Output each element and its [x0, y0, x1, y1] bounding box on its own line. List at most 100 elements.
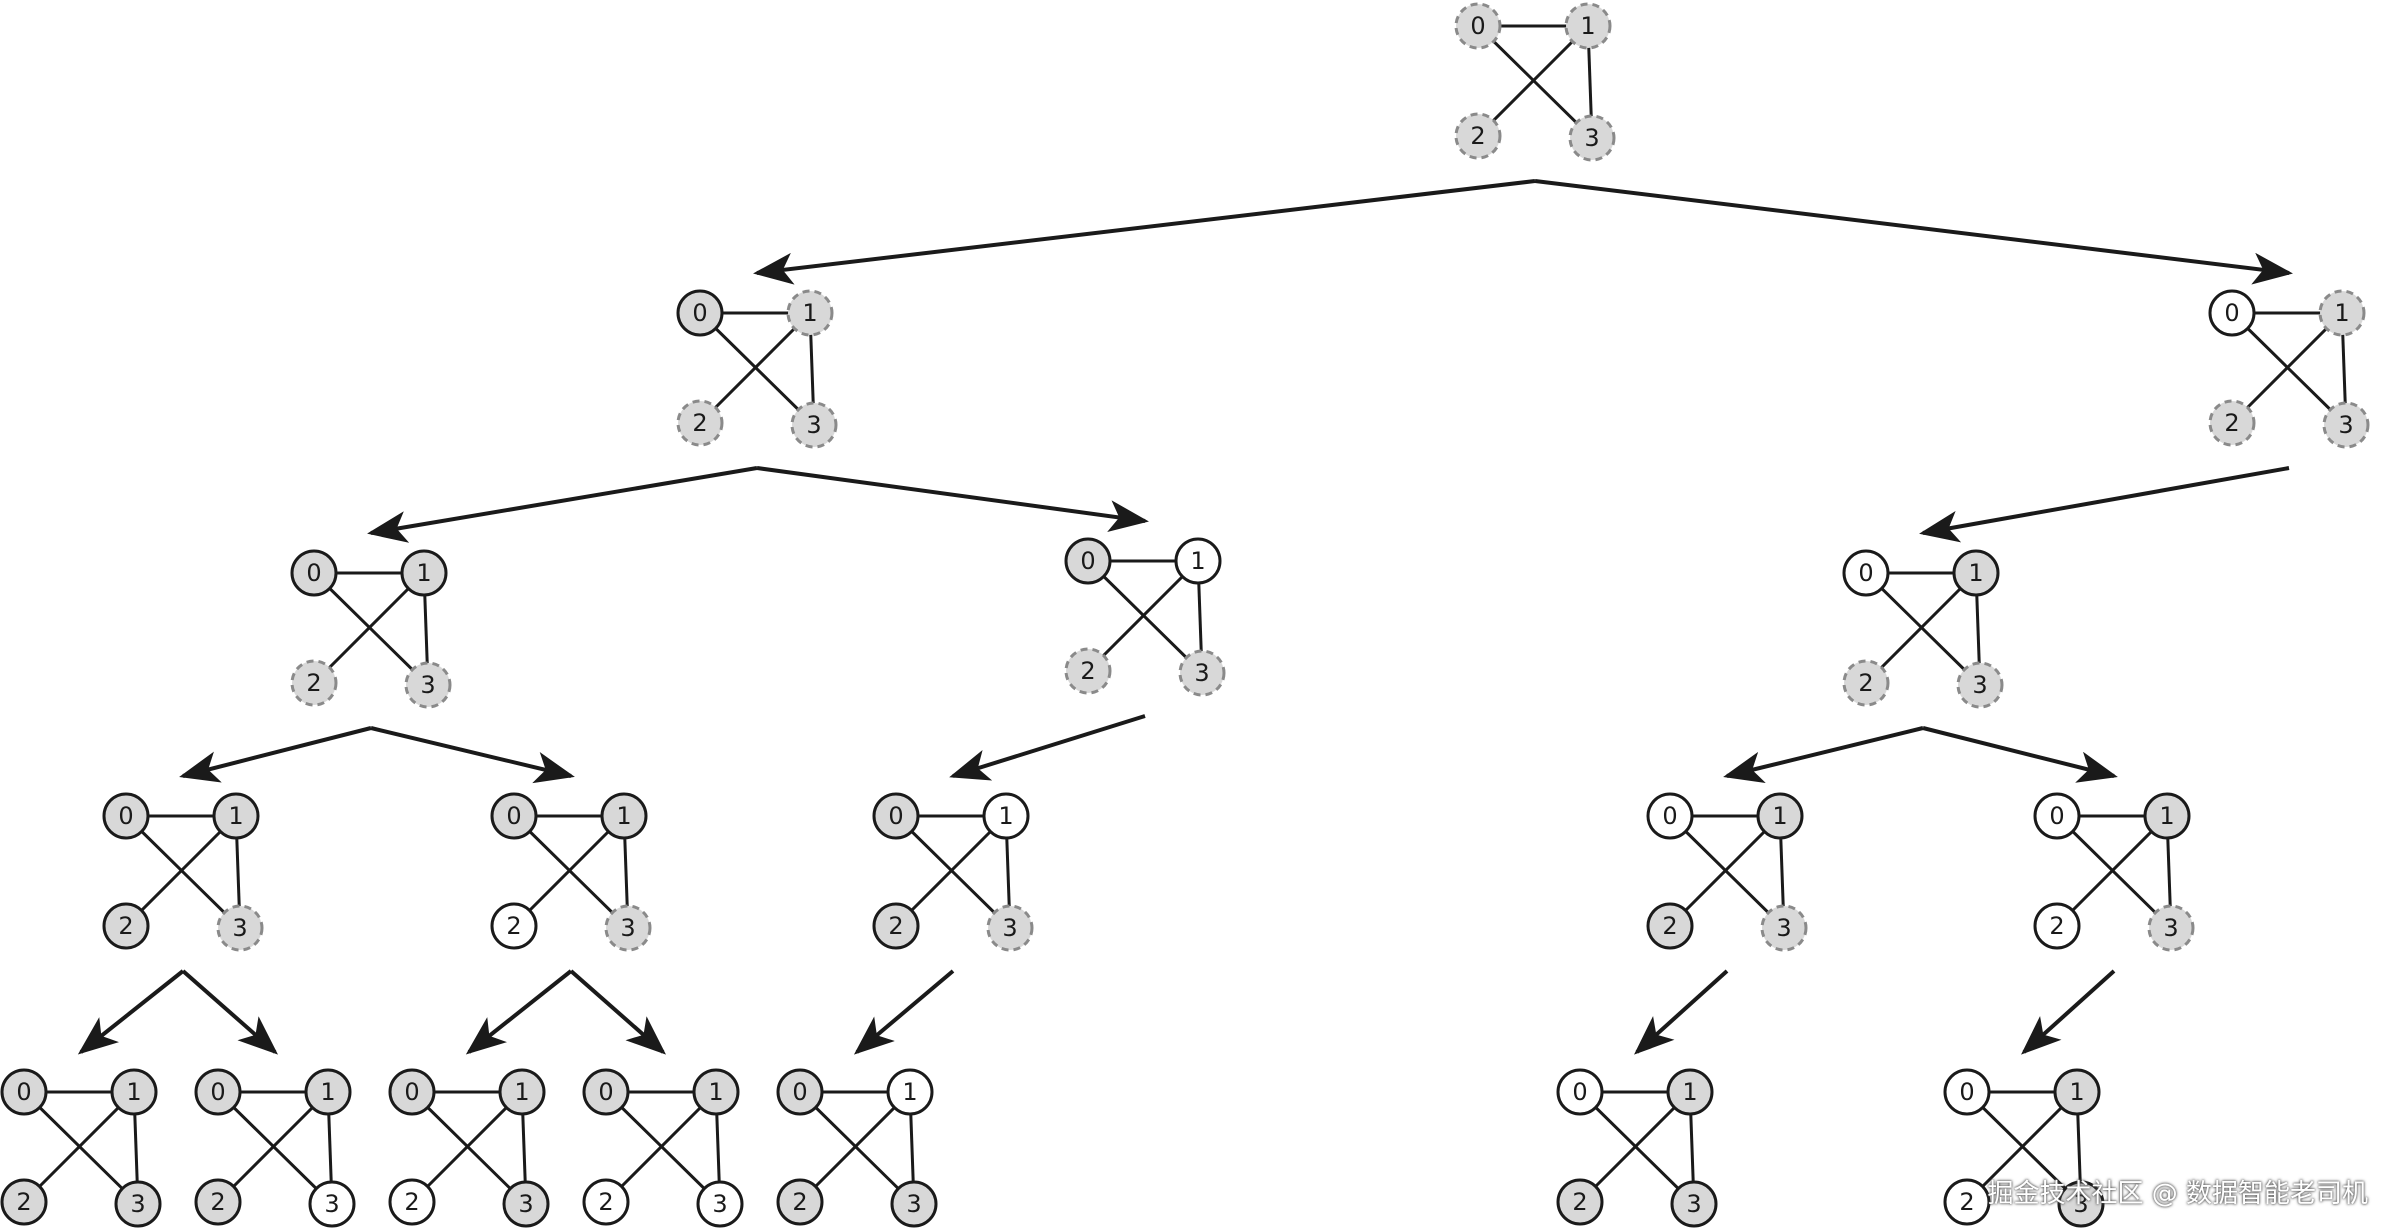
graph-edge	[1668, 814, 1782, 928]
graph-edge	[410, 1090, 524, 1204]
node-label: 3	[806, 411, 821, 439]
graph-node-undecided	[986, 904, 1034, 952]
node-label: 0	[1662, 802, 1677, 830]
graph-edge	[894, 814, 1008, 928]
graph-node-undecided	[2147, 904, 2195, 952]
tree-arrow	[569, 969, 667, 1055]
node-label: 0	[1959, 1078, 1974, 1106]
tree-arrow	[465, 969, 573, 1055]
graph-node-undecided	[1454, 112, 1502, 160]
graph-node-in	[1646, 902, 1694, 950]
graph-node-undecided	[290, 659, 338, 707]
graph-node-undecided	[1564, 2, 1612, 50]
graph-edge	[216, 1090, 330, 1204]
graph-node-in	[1670, 1180, 1718, 1228]
node-label: 2	[404, 1188, 419, 1216]
node-label: 0	[888, 802, 903, 830]
graph-node-in	[194, 1178, 242, 1226]
graph-edge	[2230, 311, 2348, 427]
graph-node-out	[1943, 1178, 1991, 1226]
graph-node-in	[872, 792, 920, 840]
node-label: 2	[16, 1188, 31, 1216]
graph-edge	[1578, 1090, 1692, 1204]
node-label: 3	[2163, 914, 2178, 942]
graph-node-in	[114, 1180, 162, 1228]
tree-arrow	[2021, 969, 2116, 1055]
graph-node-undecided	[1568, 114, 1616, 162]
graph-node-undecided	[676, 399, 724, 447]
node-label: 1	[1580, 12, 1595, 40]
node-label: 0	[506, 802, 521, 830]
graph-edge	[1578, 1090, 1696, 1206]
graph-edge	[1965, 1090, 2079, 1204]
tree-arrow	[1723, 726, 1924, 783]
graph-node-in	[2143, 792, 2191, 840]
node-label: 1	[1968, 559, 1983, 587]
graph-node-out	[582, 1178, 630, 1226]
node-label: 3	[1972, 671, 1987, 699]
graph-node-out	[308, 1180, 356, 1228]
tree-arrow	[77, 969, 185, 1055]
node-label: 1	[228, 802, 243, 830]
graph-node-undecided	[2318, 289, 2366, 337]
tree-arrow	[756, 466, 1149, 532]
graph-node-in	[102, 792, 150, 840]
graph-node-undecided	[2322, 401, 2370, 449]
graph-edge	[1086, 559, 1204, 675]
node-label: 0	[2049, 802, 2064, 830]
tree-arrow	[949, 714, 1146, 781]
graph-edge	[698, 311, 816, 427]
node-label: 1	[1190, 547, 1205, 575]
node-label: 0	[792, 1078, 807, 1106]
node-label: 0	[1858, 559, 1873, 587]
node-label: 2	[1858, 669, 1873, 697]
node-label: 3	[1194, 659, 1209, 687]
node-label: 2	[1572, 1188, 1587, 1216]
tree-arrow	[753, 179, 1536, 285]
tree-arrow	[367, 466, 758, 543]
node-label: 1	[416, 559, 431, 587]
graph-node-in	[0, 1178, 48, 1226]
graph-node-in	[400, 549, 448, 597]
graph-edge	[512, 814, 626, 928]
graph-node-in	[304, 1068, 352, 1116]
graph-edge	[22, 1090, 136, 1204]
graph-node-in	[490, 792, 538, 840]
node-label: 2	[210, 1188, 225, 1216]
graph-node-in	[1952, 549, 2000, 597]
graph-node-out	[1646, 792, 1694, 840]
graph-node-in	[890, 1180, 938, 1228]
node-label: 1	[708, 1078, 723, 1106]
graph-node-in	[776, 1178, 824, 1226]
graph-node-undecided	[2208, 399, 2256, 447]
node-label: 3	[1002, 914, 1017, 942]
graph-edge	[2055, 814, 2173, 930]
node-label: 3	[1686, 1190, 1701, 1218]
graph-edge	[798, 1090, 916, 1206]
node-label: 3	[130, 1190, 145, 1218]
graph-edge	[312, 571, 426, 685]
graph-node-in	[290, 549, 338, 597]
graph-node-in	[582, 1068, 630, 1116]
graph-edge	[22, 1090, 140, 1206]
graph-node-in	[776, 1068, 824, 1116]
tree-arrow	[1922, 726, 2118, 783]
graph-node-in	[676, 289, 724, 337]
graph-node-in	[498, 1068, 546, 1116]
graph-node-out	[982, 792, 1030, 840]
node-label: 1	[2069, 1078, 2084, 1106]
graph-node-out	[1943, 1068, 1991, 1116]
node-label: 1	[1682, 1078, 1697, 1106]
graph-node-undecided	[1454, 2, 1502, 50]
graph-edge	[894, 814, 1012, 930]
graph-node-out	[1556, 1068, 1604, 1116]
